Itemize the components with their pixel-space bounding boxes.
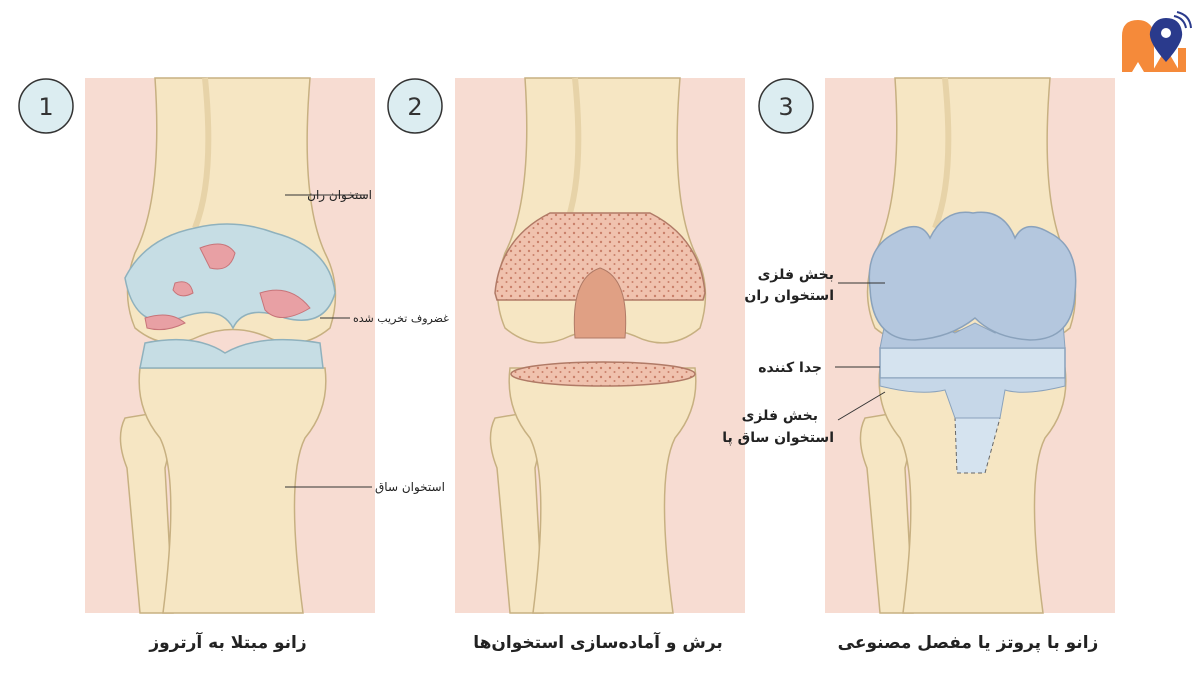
label-femur: استخوان ران bbox=[307, 188, 372, 203]
label-tibia: استخوان ساق bbox=[375, 480, 445, 495]
step-badge-2: 2 bbox=[387, 78, 443, 134]
spacer bbox=[879, 347, 1066, 379]
femur-cut-surface bbox=[494, 212, 706, 301]
step-badge-1: 1 bbox=[18, 78, 74, 134]
label-tibia: استخوان ساق پا bbox=[722, 430, 834, 446]
label-damaged-cartilage: غضروف تخریب شده bbox=[353, 312, 449, 325]
label-metal-part-tibia: بخش فلزی bbox=[742, 408, 818, 424]
femoral-component bbox=[868, 211, 1077, 341]
step-badge-3: 3 bbox=[758, 78, 814, 134]
caption-panel-1: زانو مبتلا به آرتروز bbox=[148, 631, 306, 653]
panel-1-arthritic-knee bbox=[85, 78, 375, 613]
tibial-tray bbox=[879, 377, 1066, 419]
svg-text:3: 3 bbox=[778, 93, 793, 121]
caption-panel-2: برش و آماده‌سازی استخوان‌ها bbox=[473, 631, 723, 653]
label-femur: استخوان ران bbox=[744, 288, 834, 304]
tibia-cut-surface bbox=[510, 361, 696, 387]
panel-2-bone-preparation bbox=[455, 78, 745, 613]
femur-notch bbox=[573, 267, 627, 339]
brand-logo bbox=[1122, 11, 1192, 72]
damaged-cartilage-tibia bbox=[139, 338, 324, 369]
svg-text:2: 2 bbox=[407, 93, 422, 121]
leader-line bbox=[837, 391, 886, 421]
label-metal-part-femur: بخش فلزی bbox=[758, 267, 834, 283]
panel-3-knee-prosthesis bbox=[825, 78, 1115, 613]
svg-text:1: 1 bbox=[38, 93, 53, 121]
caption-panel-3: زانو با پروتز یا مفصل مصنوعی bbox=[838, 633, 1099, 653]
cartilage-damage-spots bbox=[144, 243, 311, 331]
label-spacer: جدا کننده bbox=[758, 360, 822, 376]
